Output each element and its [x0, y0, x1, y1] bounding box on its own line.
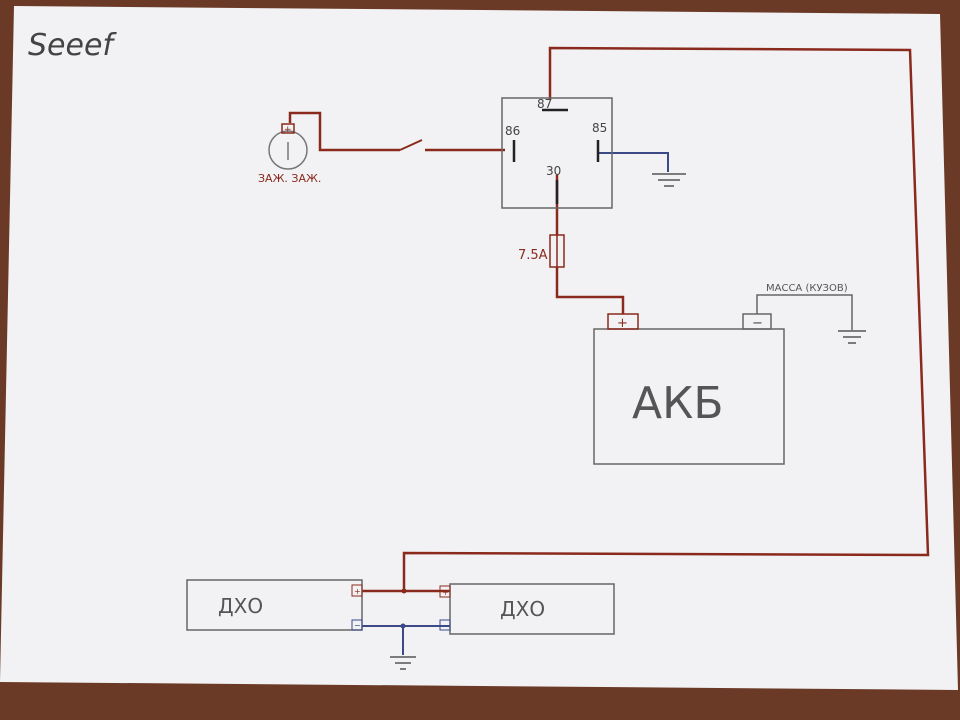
ignition-plus: +	[284, 125, 292, 135]
battery: + − АКБ	[593, 313, 785, 465]
junction-negative	[400, 623, 406, 629]
drl-left: + − ДХО	[186, 579, 363, 631]
signature: Seeef	[28, 28, 117, 63]
wire-ignition-to-switch	[288, 111, 400, 152]
battery-ground-wire	[756, 294, 853, 330]
ground-label: МАССА (КУЗОВ)	[766, 283, 848, 294]
battery-label: АКБ	[632, 378, 724, 429]
relay-body	[501, 97, 613, 209]
ignition-label: ЗАЖ. ЗАЖ.	[258, 172, 321, 185]
paper-sheet	[0, 6, 958, 690]
relay-pin-87-label: 87	[537, 97, 552, 111]
ignition-lock-icon	[268, 130, 308, 170]
drl-left-plus: +	[354, 587, 361, 596]
ground-symbol-drl	[390, 656, 416, 670]
fuse: 7.5A	[518, 234, 565, 268]
relay-pin-30-label: 30	[546, 164, 561, 178]
wire-85-to-ground	[598, 152, 669, 172]
drl-left-body	[186, 579, 363, 631]
battery-minus: −	[752, 316, 763, 331]
fuse-label: 7.5A	[518, 248, 548, 263]
ground-symbol-battery	[838, 330, 866, 344]
battery-positive-terminal	[607, 313, 639, 330]
drl-right-body	[449, 583, 615, 635]
relay: 87 86 85 30	[501, 97, 613, 209]
switch-contact	[399, 139, 423, 151]
ignition-lock: + ЗАЖ. ЗАЖ.	[258, 123, 321, 185]
wire-87-to-drl	[402, 46, 930, 592]
junction-positive	[401, 588, 407, 594]
drl-left-label: ДХО	[218, 594, 263, 618]
battery-plus: +	[617, 316, 628, 331]
drl-right: + − ДХО	[439, 583, 615, 635]
ground-symbol-relay	[652, 173, 686, 187]
battery-body	[593, 328, 785, 465]
drl-right-minus: −	[442, 621, 449, 630]
battery-negative-terminal	[742, 313, 772, 330]
drl-left-minus: −	[354, 621, 361, 630]
drl-right-label: ДХО	[500, 597, 545, 621]
relay-pin-85-label: 85	[592, 121, 607, 135]
relay-pin-86-label: 86	[505, 124, 520, 138]
drl-right-plus: +	[442, 588, 449, 597]
ground-wires	[362, 152, 669, 655]
wire-fuse-to-battery	[555, 267, 625, 314]
